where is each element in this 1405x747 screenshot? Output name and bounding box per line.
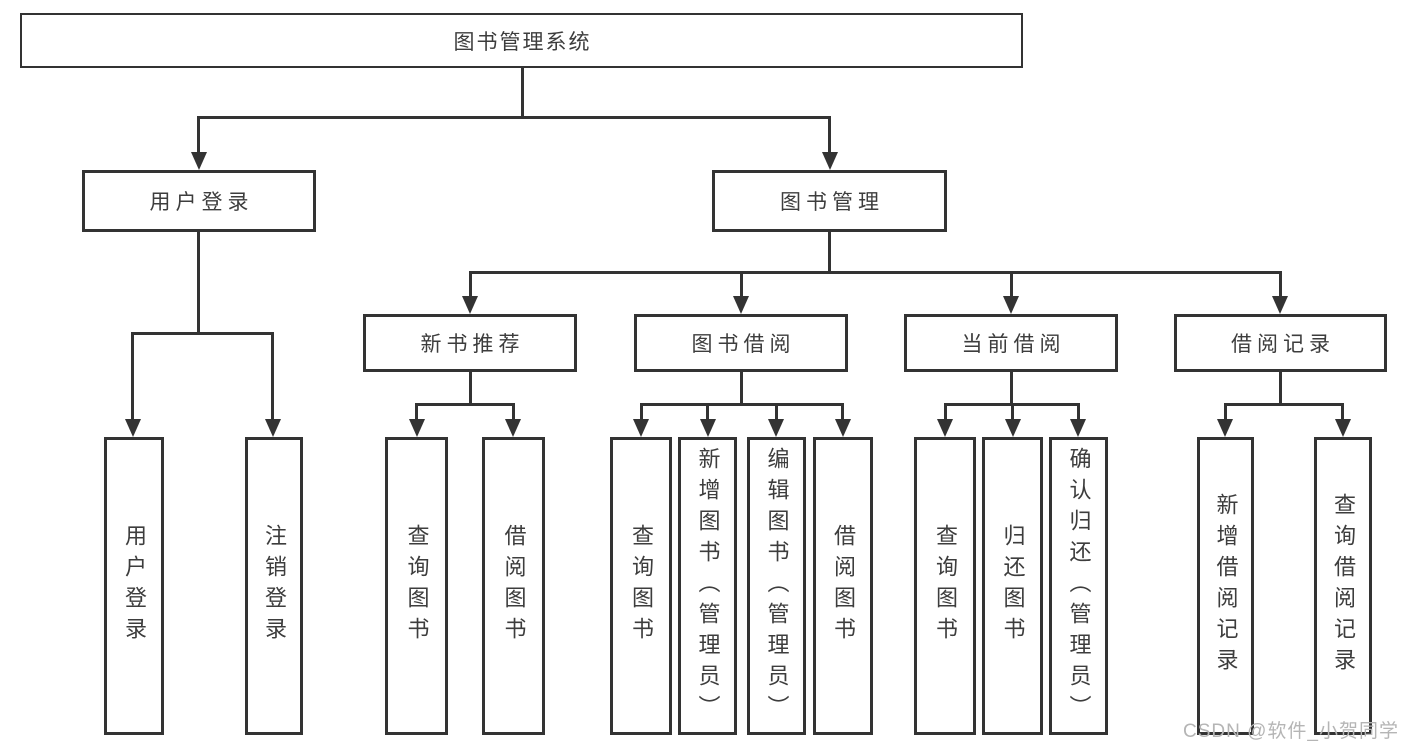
connector-root-stem bbox=[521, 68, 524, 119]
connector-records-rail bbox=[1224, 403, 1344, 406]
connector-bookmgmt-branch-1 bbox=[469, 271, 472, 299]
leaf-query-books-recommend: 查询图书 bbox=[385, 437, 448, 735]
leaf-borrow-books: 借阅图书 bbox=[813, 437, 873, 735]
node-current-borrow: 当前借阅 bbox=[904, 314, 1118, 372]
leaf-add-book-admin: 新增图书（管理员） bbox=[678, 437, 737, 735]
arrow-down-icon bbox=[633, 419, 649, 437]
connector-currentborrow-branch-2 bbox=[1011, 403, 1014, 421]
leaf-label: 用户登录 bbox=[122, 524, 147, 648]
leaf-label: 新增图书（管理员） bbox=[695, 446, 721, 726]
connector-userlogin-branch-2 bbox=[271, 332, 274, 421]
arrow-down-icon bbox=[125, 419, 141, 437]
connector-bookborrow-branch-4 bbox=[841, 403, 844, 421]
leaf-label: 编辑图书（管理员） bbox=[764, 446, 790, 726]
leaf-label: 借阅图书 bbox=[831, 524, 856, 648]
leaf-label: 确认归还（管理员） bbox=[1066, 446, 1092, 726]
node-user-login: 用户登录 bbox=[82, 170, 316, 232]
arrow-down-icon bbox=[835, 419, 851, 437]
connector-bookmgmt-branch-3 bbox=[1010, 271, 1013, 299]
connector-bookborrow-rail bbox=[640, 403, 843, 406]
leaf-label: 归还图书 bbox=[1000, 524, 1026, 648]
connector-userlogin-rail bbox=[131, 332, 274, 335]
leaf-edit-book-admin: 编辑图书（管理员） bbox=[747, 437, 806, 735]
arrow-down-icon bbox=[1217, 419, 1233, 437]
arrow-down-icon bbox=[1005, 419, 1021, 437]
watermark: CSDN @软件_小贺同学 bbox=[1183, 721, 1399, 742]
arrow-down-icon bbox=[768, 419, 784, 437]
connector-newbook-branch-2 bbox=[512, 403, 515, 421]
arrow-down-icon bbox=[700, 419, 716, 437]
connector-bookmgmt-stem bbox=[828, 232, 831, 274]
connector-bookborrow-branch-3 bbox=[775, 403, 778, 421]
arrow-down-icon bbox=[1272, 296, 1288, 314]
arrow-down-icon bbox=[1335, 419, 1351, 437]
node-borrow-records: 借阅记录 bbox=[1174, 314, 1387, 372]
connector-userlogin-stem bbox=[197, 232, 200, 335]
connector-currentborrow-stem bbox=[1010, 372, 1013, 406]
leaf-confirm-return-admin: 确认归还（管理员） bbox=[1049, 437, 1108, 735]
connector-newbook-stem bbox=[469, 372, 472, 406]
connector-root-branch-right bbox=[828, 116, 831, 154]
leaf-borrow-books-recommend: 借阅图书 bbox=[482, 437, 545, 735]
leaf-query-books-current: 查询图书 bbox=[914, 437, 976, 735]
leaf-user-login: 用户登录 bbox=[104, 437, 164, 735]
connector-bookmgmt-branch-2 bbox=[740, 271, 743, 299]
leaf-logout: 注销登录 bbox=[245, 437, 303, 735]
arrow-down-icon bbox=[409, 419, 425, 437]
connector-newbook-branch-1 bbox=[415, 403, 418, 421]
connector-currentborrow-branch-3 bbox=[1077, 403, 1080, 421]
connector-root-branch-left bbox=[197, 116, 200, 154]
leaf-add-borrow-record: 新增借阅记录 bbox=[1197, 437, 1254, 735]
node-book-management: 图书管理 bbox=[712, 170, 947, 232]
leaf-query-books-borrow: 查询图书 bbox=[610, 437, 672, 735]
leaf-label: 借阅图书 bbox=[501, 524, 527, 648]
connector-bookborrow-branch-1 bbox=[640, 403, 643, 421]
leaf-label: 查询借阅记录 bbox=[1331, 493, 1356, 679]
arrow-down-icon bbox=[191, 152, 207, 170]
arrow-down-icon bbox=[822, 152, 838, 170]
connector-bookmgmt-rail bbox=[469, 271, 1281, 274]
leaf-label: 查询图书 bbox=[404, 524, 430, 648]
node-new-book-recommend: 新书推荐 bbox=[363, 314, 577, 372]
leaf-query-borrow-record: 查询借阅记录 bbox=[1314, 437, 1372, 735]
connector-records-branch-1 bbox=[1224, 403, 1227, 421]
arrow-down-icon bbox=[462, 296, 478, 314]
leaf-return-books: 归还图书 bbox=[982, 437, 1043, 735]
connector-newbook-rail bbox=[415, 403, 514, 406]
connector-userlogin-branch-1 bbox=[131, 332, 134, 421]
arrow-down-icon bbox=[1003, 296, 1019, 314]
node-book-borrow: 图书借阅 bbox=[634, 314, 848, 372]
arrow-down-icon bbox=[733, 296, 749, 314]
leaf-label: 新增借阅记录 bbox=[1213, 493, 1239, 679]
leaf-label: 注销登录 bbox=[262, 524, 287, 648]
connector-bookborrow-stem bbox=[740, 372, 743, 406]
connector-bookborrow-branch-2 bbox=[706, 403, 709, 421]
arrow-down-icon bbox=[1070, 419, 1086, 437]
arrow-down-icon bbox=[265, 419, 281, 437]
connector-root-rail bbox=[197, 116, 831, 119]
arrow-down-icon bbox=[505, 419, 521, 437]
node-library-management-system: 图书管理系统 bbox=[20, 13, 1023, 68]
connector-records-branch-2 bbox=[1341, 403, 1344, 421]
leaf-label: 查询图书 bbox=[629, 524, 654, 648]
connector-bookmgmt-branch-4 bbox=[1279, 271, 1282, 299]
leaf-label: 查询图书 bbox=[933, 524, 958, 648]
connector-currentborrow-branch-1 bbox=[944, 403, 947, 421]
arrow-down-icon bbox=[937, 419, 953, 437]
connector-records-stem bbox=[1279, 372, 1282, 406]
